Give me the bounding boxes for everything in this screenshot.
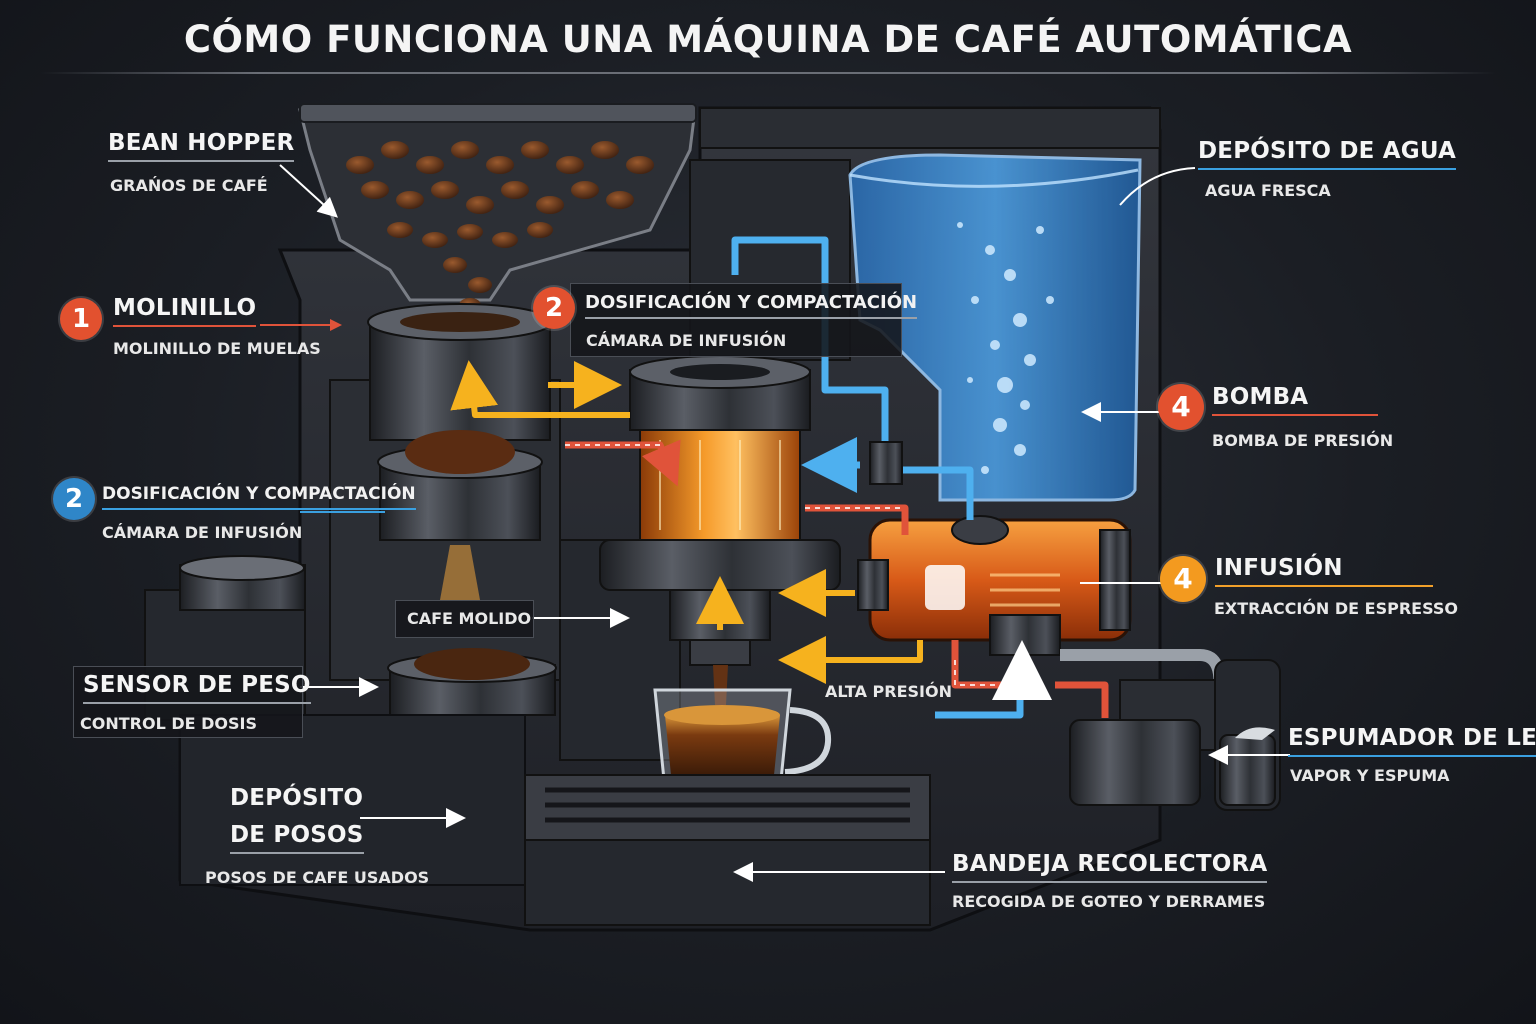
espumador-heading: ESPUMADOR DE LECHE	[1288, 725, 1536, 757]
bomba-heading: BOMBA	[1212, 384, 1379, 416]
bomba-sub: BOMBA DE PRESIÓN	[1212, 431, 1394, 450]
dosificacion-left-heading: DOSIFICACIÓN Y COMPACTACIÓN	[102, 484, 416, 510]
bean-hopper-sub: GRAŃOS DE CAFÉ	[110, 176, 268, 195]
deposito-posos-heading-1: DEPÓSITO	[230, 785, 364, 811]
boiler-heater	[857, 515, 1132, 656]
water-tank	[848, 153, 1142, 502]
sensor-peso-heading: SENSOR DE PESO	[83, 672, 311, 704]
espumador-sub: VAPOR Y ESPUMA	[1290, 766, 1450, 785]
bandeja-heading: BANDEJA RECOLECTORA	[952, 851, 1268, 883]
cafe-molido-label: CAFE MOLIDO	[407, 609, 532, 628]
flow-arrows	[450, 360, 1052, 700]
step-4-infusion-badge: 4	[1160, 556, 1206, 602]
deposito-posos-sub: POSOS DE CAFE USADOS	[205, 868, 430, 887]
dosificacion-top-heading: DOSIFICACIÓN Y COMPACTACIÓN	[585, 292, 918, 319]
cafe-molido-box	[395, 600, 534, 638]
title-divider	[40, 72, 1496, 74]
bean-hopper-heading: BEAN HOPPER	[108, 130, 295, 162]
deposito-posos-heading-2: DE POSOS	[230, 822, 364, 854]
drip-tray	[524, 774, 931, 926]
page-title: CÓMO FUNCIONA UNA MÁQUINA DE CAFÉ AUTOMÁ…	[183, 18, 1353, 61]
water-bubbles	[957, 222, 1054, 474]
molinillo-sub: MOLINILLO DE MUELAS	[113, 339, 321, 358]
ground-coffee-tray	[387, 648, 557, 716]
callout-lines	[260, 164, 1290, 882]
pipe-junction	[869, 441, 903, 485]
step-4-bomba-badge: 4	[1158, 384, 1204, 430]
dosificacion-top-sub: CÁMARA DE INFUSIÓN	[586, 331, 787, 350]
dosificacion-left-sub: CÁMARA DE INFUSIÓN	[102, 523, 303, 542]
grounds-container	[179, 714, 526, 886]
coffee-beans	[346, 141, 654, 312]
sensor-peso-sub: CONTROL DE DOSIS	[80, 714, 257, 733]
grinder	[367, 303, 553, 441]
step-2-left-badge: 2	[53, 478, 95, 520]
dosing-chamber-left	[377, 430, 543, 600]
deposito-agua-sub: AGUA FRESCA	[1205, 181, 1331, 200]
step-2-top-badge: 2	[533, 287, 575, 329]
deposito-agua-heading: DEPÓSITO DE AGUA	[1198, 138, 1457, 170]
molinillo-heading: MOLINILLO	[113, 295, 257, 327]
bandeja-sub: RECOGIDA DE GOTEO Y DERRAMES	[952, 892, 1266, 911]
step-1-badge: 1	[60, 298, 102, 340]
infusion-heading: INFUSIÓN	[1215, 555, 1433, 587]
milk-frother	[1060, 649, 1281, 811]
infusion-sub: EXTRACCIÓN DE ESPRESSO	[1214, 599, 1459, 618]
alta-presion-label: ALTA PRESIÓN	[825, 682, 952, 701]
dosificacion-top-box	[570, 283, 902, 357]
